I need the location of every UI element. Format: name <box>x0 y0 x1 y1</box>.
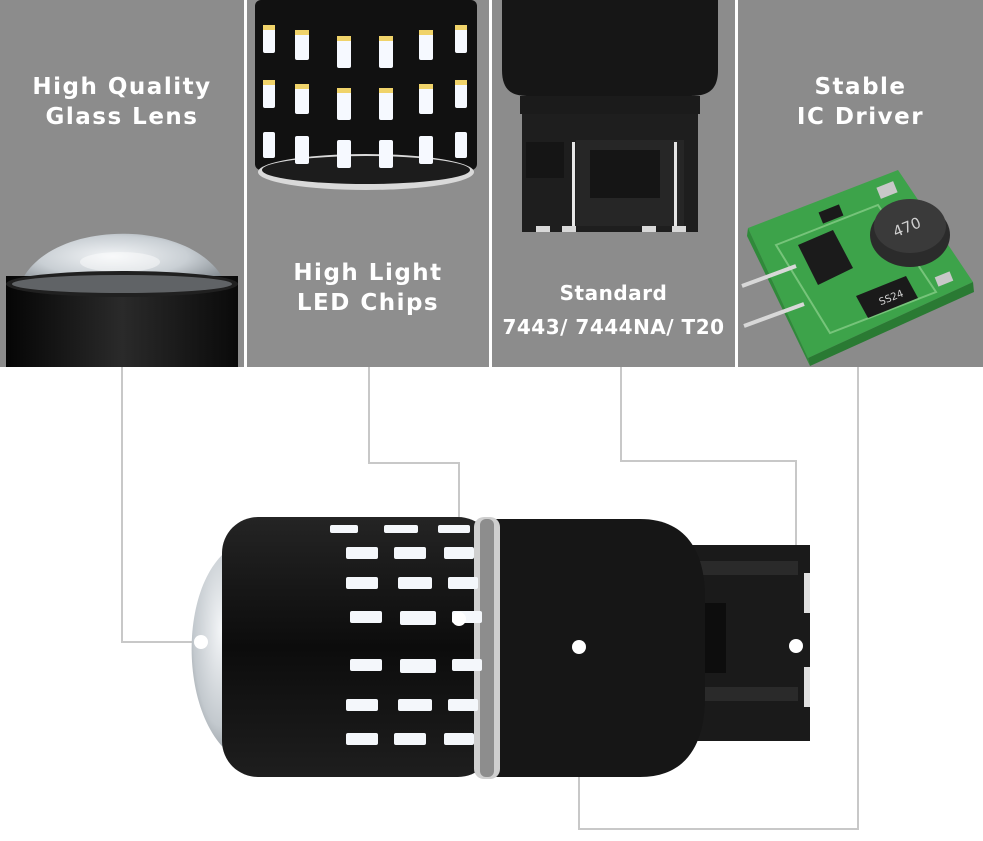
feature-panel-led-chips: High Light LED Chips <box>247 0 489 367</box>
callout-dots <box>194 612 803 654</box>
feature-title-line1: High Quality <box>32 74 212 100</box>
feature-title-line1: Standard <box>559 281 668 305</box>
feature-title-line2: 7443/ 7444NA/ T20 <box>502 315 725 339</box>
ic-driver-icon: 470 SS24 <box>741 170 974 366</box>
feature-panel-standard: Standard 7443/ 7444NA/ T20 <box>492 0 735 367</box>
feature-title-line1: Stable <box>814 74 907 100</box>
feature-title-line2: Glass Lens <box>45 104 199 130</box>
feature-title-line2: LED Chips <box>296 290 440 316</box>
feature-panel-ic-driver: 470 SS24 Stable IC Driver <box>738 0 983 367</box>
led-chips-icon <box>255 0 477 190</box>
feature-title-line2: IC Driver <box>796 104 925 130</box>
feature-title-line1: High Light <box>293 260 443 286</box>
feature-title: Stable IC Driver <box>738 72 983 132</box>
bulb-socket-body <box>490 519 705 777</box>
feature-panel-glass-lens: High Quality Glass Lens <box>0 0 244 367</box>
feature-title: High Quality Glass Lens <box>0 72 244 132</box>
feature-title: High Light LED Chips <box>247 258 489 318</box>
bulb-product-image <box>121 367 859 830</box>
bulb-base-icon <box>502 0 718 232</box>
feature-title: Standard 7443/ 7444NA/ T20 <box>492 276 735 344</box>
led-chip-grid <box>330 525 482 745</box>
glass-lens-icon <box>6 233 238 367</box>
